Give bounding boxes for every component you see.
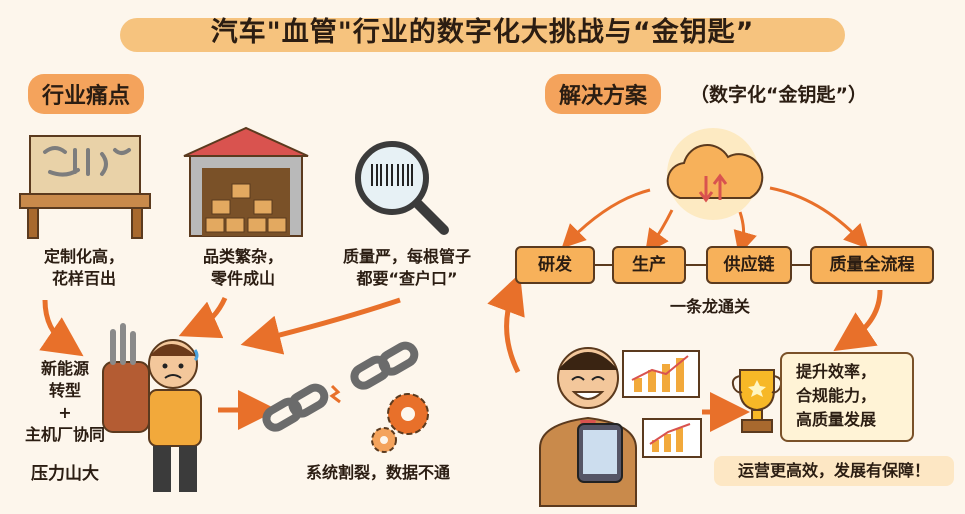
gear-icon xyxy=(371,393,429,453)
stressed-worker-icon xyxy=(102,323,202,492)
slogan-banner: 运营更高效，发展有保障！ xyxy=(714,456,954,486)
chart-icon-2 xyxy=(642,418,702,458)
flow-step-rnd: 研发 xyxy=(515,246,595,284)
pressure-caption: 压力山大 xyxy=(31,464,99,484)
chart-icon xyxy=(622,350,700,398)
arrow-to-worker-2 xyxy=(178,296,228,339)
arrow-to-worker-3 xyxy=(240,297,401,355)
arrow-to-worker-1 xyxy=(39,299,84,357)
flow-caption: 一条龙通关 xyxy=(669,297,750,316)
slogan-text: 运营更高效，发展有保障！ xyxy=(737,461,930,480)
cloud-icon xyxy=(666,128,764,220)
broken-chain-icon xyxy=(262,341,419,432)
title-banner: 汽车"血管"行业的数字化大挑战与“金钥匙” xyxy=(120,10,845,56)
tablet-icon xyxy=(577,423,623,483)
pressure-line-2: 转型 xyxy=(48,381,81,400)
benefits-card: 提升效率， 合规能力， 高质量发展 xyxy=(780,352,914,442)
flow-step-quality: 质量全流程 xyxy=(810,246,934,284)
solution-subheading: （数字化“金钥匙”） xyxy=(690,84,867,106)
barcode-magnifier-icon xyxy=(355,141,449,235)
pressure-line-4: 主机厂协同 xyxy=(24,425,105,444)
page-title: 汽车"血管"行业的数字化大挑战与“金钥匙” xyxy=(210,17,755,48)
flow-step-production: 生产 xyxy=(612,246,686,284)
title-highlight xyxy=(120,18,845,52)
trophy-icon xyxy=(731,369,783,433)
workbench-icon xyxy=(19,135,151,239)
pain-point-quality: 质量严，每根管子 都要“查户口” xyxy=(342,247,471,288)
benefit-compliance: 合规能力， xyxy=(796,386,877,405)
benefit-quality-growth: 高质量发展 xyxy=(796,410,877,429)
pain-points-heading: 行业痛点 xyxy=(28,74,145,114)
pain-point-variety: 品类繁杂， 零件成山 xyxy=(202,247,283,288)
warehouse-icon xyxy=(183,126,309,237)
benefit-efficiency: 提升效率， xyxy=(796,362,877,381)
pressure-list: 新能源 转型 + 主机厂协同 xyxy=(10,358,120,446)
broken-caption: 系统割裂，数据不通 xyxy=(305,463,450,482)
flow-step-supply-chain: 供应链 xyxy=(706,246,792,284)
pressure-line-3: + xyxy=(58,403,72,422)
pain-point-customization: 定制化高， 花样百出 xyxy=(43,247,124,288)
pressure-line-1: 新能源 xyxy=(40,359,89,378)
solution-heading: 解决方案 xyxy=(545,74,662,114)
